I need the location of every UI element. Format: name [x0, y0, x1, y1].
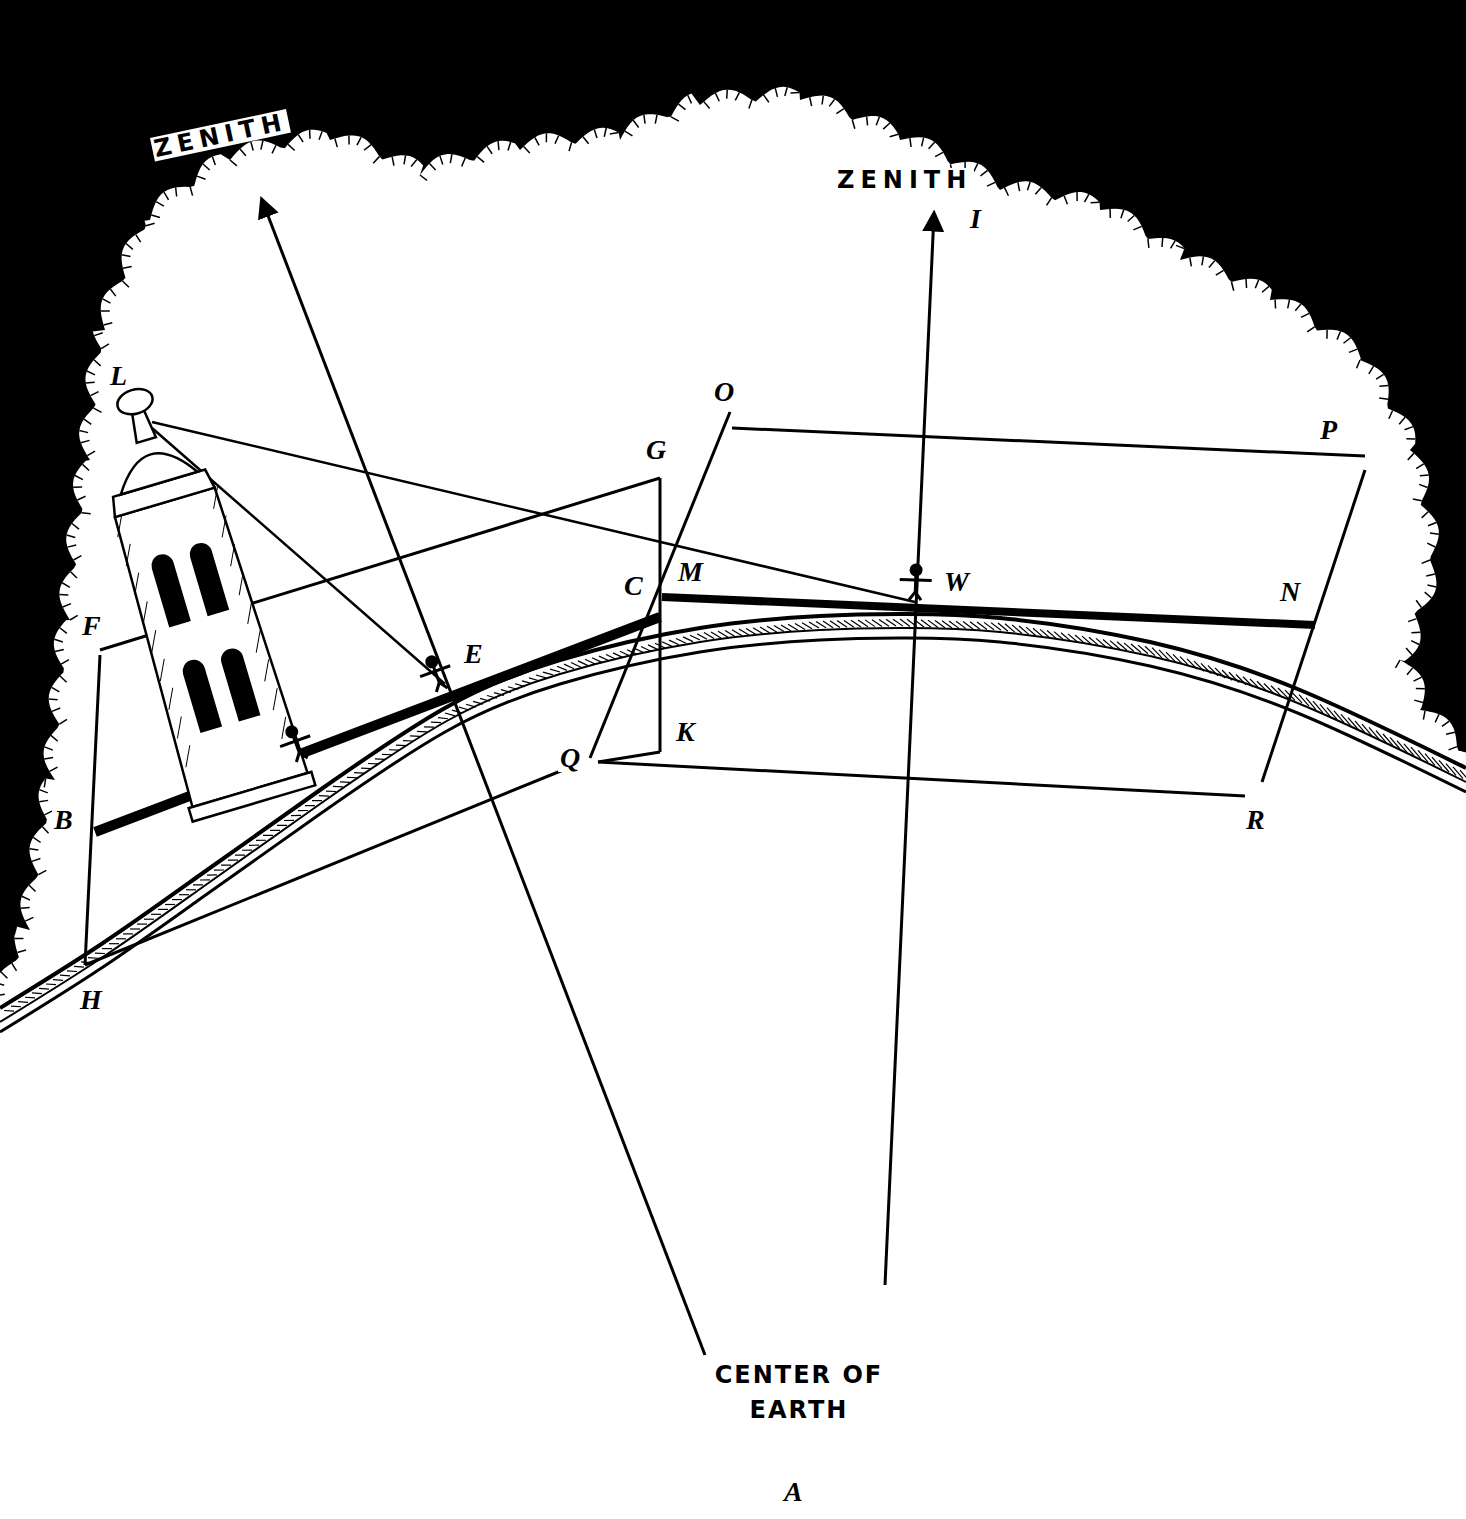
- point-label: L: [108, 362, 129, 390]
- point-label: E: [462, 640, 485, 668]
- point-label: F: [80, 612, 103, 640]
- point-label: P: [1318, 416, 1339, 444]
- observer-figure: [899, 564, 932, 600]
- observer-figure: [415, 652, 457, 696]
- center-label: CENTER OF EARTH: [712, 1358, 886, 1428]
- point-label: B: [52, 806, 75, 834]
- construction-lines: [85, 200, 1365, 1355]
- point-label: M: [676, 558, 705, 586]
- point-label: W: [942, 568, 971, 596]
- point-label: I: [968, 205, 983, 233]
- point-label: H: [78, 986, 104, 1014]
- tower-drawing: [70, 372, 315, 822]
- cloud-clearing: [0, 87, 1466, 1519]
- point-label: O: [712, 378, 736, 406]
- point-label: R: [1244, 806, 1267, 834]
- zenith-label: ZENITH: [150, 109, 291, 161]
- point-label: Q: [558, 744, 582, 772]
- point-label: C: [622, 572, 645, 600]
- point-label: A: [782, 1478, 805, 1506]
- point-label: N: [1278, 578, 1302, 606]
- zenith-label: ZENITH: [835, 168, 974, 192]
- observer-figure: [275, 722, 317, 766]
- point-label: G: [644, 436, 668, 464]
- point-label: K: [674, 718, 697, 746]
